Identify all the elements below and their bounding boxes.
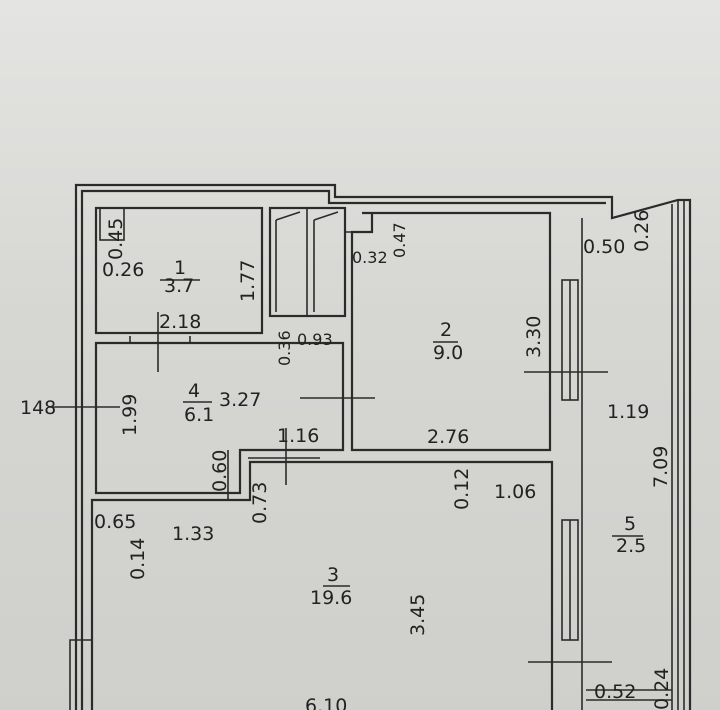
- room-2-area: 9.0: [433, 342, 463, 364]
- dim-093: 0.93: [297, 330, 333, 349]
- room-3-area: 19.6: [310, 587, 352, 609]
- dimension-lines: [48, 279, 643, 663]
- dim-047: 0.47: [390, 222, 409, 258]
- dim-050: 0.50: [583, 236, 625, 258]
- room-3-walls: [69, 457, 554, 710]
- dim-060: 0.60: [209, 450, 231, 492]
- dim-330: 3.30: [523, 316, 545, 358]
- room-4-area: 6.1: [184, 404, 214, 426]
- dim-327: 3.27: [219, 389, 261, 411]
- dim-116: 1.16: [277, 425, 319, 447]
- dim-073: 0.73: [249, 482, 271, 524]
- dim-065: 0.65: [94, 511, 136, 533]
- dim-133: 1.33: [172, 523, 214, 545]
- dim-024: 0.24: [651, 668, 673, 710]
- dim-218: 2.18: [159, 311, 201, 333]
- room-2-number: 2: [440, 319, 452, 341]
- dim-345: 3.45: [407, 594, 429, 636]
- dim-199: 1.99: [119, 394, 141, 436]
- room-5-area: 2.5: [616, 535, 646, 557]
- room-1-number: 1: [174, 257, 186, 279]
- closet-walls: [268, 206, 347, 318]
- dim-045: 0.45: [105, 218, 127, 260]
- dim-026-room1: 0.26: [102, 259, 144, 281]
- room-1-area: 3.7: [164, 275, 194, 297]
- room-labels: 1 3.7 2 9.0 3 19.6 4 6.1 5 2.5: [164, 257, 646, 609]
- dim-036: 0.36: [275, 330, 294, 366]
- room-4-number: 4: [188, 380, 200, 402]
- room-2-walls: [345, 211, 552, 452]
- dim-032: 0.32: [352, 248, 388, 267]
- dim-014: 0.14: [127, 538, 149, 580]
- room-3-number: 3: [327, 564, 339, 586]
- dim-177: 1.77: [237, 260, 259, 302]
- dim-026-balcony: 0.26: [631, 210, 653, 252]
- outer-walls: [74, 183, 692, 710]
- dim-119: 1.19: [607, 401, 649, 423]
- dim-052: 0.52: [594, 681, 636, 703]
- room-5-number: 5: [624, 513, 636, 535]
- dim-012: 0.12: [451, 468, 473, 510]
- room-4-walls: [94, 336, 345, 495]
- dim-148: 148: [20, 397, 56, 419]
- dim-276: 2.76: [427, 426, 469, 448]
- room-1-walls: [94, 206, 264, 335]
- dim-610: 6.10: [305, 695, 347, 710]
- window-markers: [561, 218, 672, 710]
- dim-106: 1.06: [494, 481, 536, 503]
- dimension-labels: 0.45 0.26 1.77 2.18 0.32 0.47 0.50 0.26 …: [20, 210, 673, 710]
- dim-709: 7.09: [650, 446, 672, 488]
